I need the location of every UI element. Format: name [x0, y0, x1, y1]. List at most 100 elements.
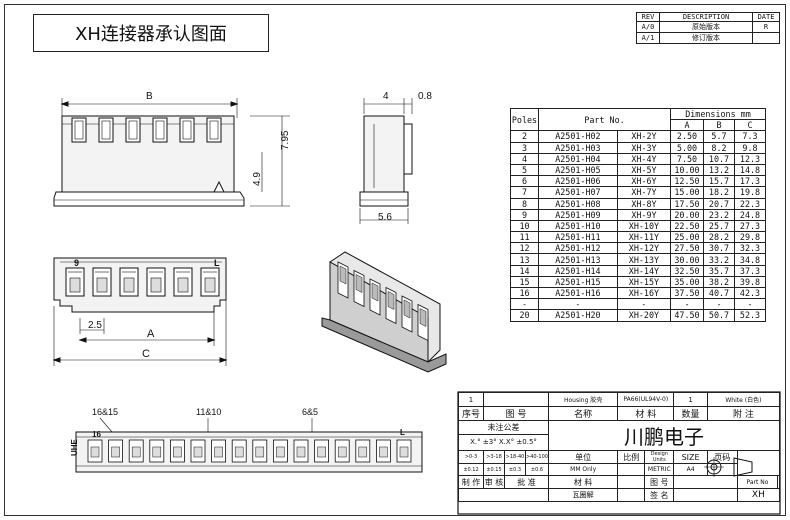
iso-contact	[403, 299, 411, 319]
dim-cell-b: 28.2	[703, 231, 735, 244]
dim-cell-a: 30.00	[670, 253, 704, 266]
dim-cell-part: A2501-H07	[538, 186, 618, 199]
long-cavity-contact	[193, 446, 203, 458]
tb-code-label: 瓦圈解	[547, 488, 619, 502]
tb-approve: 批 准	[504, 475, 549, 489]
dim-cell-poles: 2	[510, 130, 539, 143]
long-cavity-contact	[296, 446, 306, 458]
dim-cell-a: 7.50	[670, 152, 704, 165]
top-cavity-contact	[96, 277, 108, 293]
dim-cell-model: XH-6Y	[616, 175, 672, 188]
tb-tol-range: >40-100	[525, 450, 549, 464]
dim-a: A	[147, 328, 155, 340]
tb-size-val: A4	[673, 463, 708, 476]
front-cavity	[125, 117, 141, 143]
dim-cell-model: XH-20Y	[616, 309, 672, 322]
rev-cell: A/1	[636, 32, 660, 44]
tb-page-label: 页码	[706, 450, 738, 464]
long-cavity-contact	[255, 446, 265, 458]
dim-cell-b: 15.7	[703, 175, 735, 188]
dim-cell-a: 5.00	[670, 141, 704, 154]
sheet-border	[4, 4, 786, 516]
dimensions-row: ------	[510, 298, 766, 311]
dim-cell-a: 20.00	[670, 208, 704, 221]
tb-unit-val: MM Only	[547, 463, 619, 476]
dim-cell-a: 27.50	[670, 242, 704, 255]
dim-cell-part: A2501-H10	[538, 219, 618, 233]
dim-cell-model: XH-4Y	[616, 152, 672, 165]
tb-unit-label: 单位	[547, 450, 619, 464]
dim-cell-poles: 8	[510, 197, 539, 210]
dim-cell-poles: 5	[510, 163, 539, 177]
front-cavity	[206, 117, 222, 143]
tb-material-val: PA66(UL94V-0)	[617, 392, 675, 407]
dim-cell-part: A2501-H16	[538, 286, 618, 300]
iso-contact	[419, 308, 427, 327]
tb-size-label: SIZE	[673, 450, 708, 464]
tb-sign-label: 签 名	[644, 488, 675, 502]
dimensions-header: Dimensions mm	[670, 107, 766, 121]
dim-cell-model: XH-14Y	[616, 264, 672, 277]
tb-design-units-val: METRIC	[644, 463, 675, 476]
dim-cell-part: A2501-H06	[538, 175, 618, 188]
front-cavity-inner	[74, 120, 84, 140]
dim-c: C	[142, 348, 150, 360]
dim-cell-part: A2501-H20	[538, 309, 618, 322]
dim-cell-c: 7.3	[734, 130, 766, 143]
top-view-cavities	[65, 267, 220, 297]
dim-cell-c: 34.8	[734, 253, 766, 266]
dim-cell-c: -	[734, 298, 766, 311]
side-view	[359, 98, 413, 224]
dim-cell-model: XH-7Y	[616, 186, 672, 199]
front-cavity	[179, 117, 195, 143]
long-cavity-contact	[399, 446, 409, 458]
tb-blank-b	[673, 475, 738, 489]
long-cavity-contact	[234, 446, 244, 458]
front-cavity	[152, 117, 168, 143]
dim-cell-part: A2501-H14	[538, 264, 618, 277]
front-view	[53, 98, 290, 207]
tb-mat: 材 料	[547, 475, 619, 489]
tb-tol-range: >18-40	[504, 450, 526, 464]
pin-label-l: L	[214, 258, 220, 268]
dim-cell-c: 9.8	[734, 141, 766, 154]
tb-review: 审 核	[483, 475, 505, 489]
dim-cell-part: A2501-H15	[538, 275, 618, 289]
tb-drawing: 图 号	[644, 475, 675, 489]
tb-design-units-label: Design Units	[644, 450, 675, 464]
dim-cell-a: 25.00	[670, 231, 704, 244]
dim-cell-poles: 13	[510, 253, 539, 266]
dim-cell-part: A2501-H12	[538, 242, 618, 255]
dim-cell-poles: 12	[510, 242, 539, 255]
tb-projection	[736, 450, 781, 476]
top-cavity-contact	[204, 277, 216, 293]
dim-4-9: 4.9	[252, 172, 263, 186]
dim-cell-poles: 14	[510, 264, 539, 277]
dim-cell-b: 30.7	[703, 242, 735, 255]
dim-cell-b: 8.2	[703, 141, 735, 154]
dim-cell-a: 22.50	[670, 219, 704, 233]
revision-table: REV DESCRIPTION DATE A/0 原始版本 R A/1 修订版本	[636, 12, 780, 44]
dim-cell-poles: 16	[510, 286, 539, 300]
dim-0-8: 0.8	[418, 91, 432, 102]
dim-cell-c: 22.3	[734, 197, 766, 210]
dim-cell-model: XH-15Y	[616, 275, 672, 289]
dim-cell-part: A2501-H09	[538, 208, 618, 221]
front-cavity-inner	[101, 120, 111, 140]
dim-cell-poles: 7	[510, 186, 539, 199]
tb-blank-a	[617, 475, 646, 489]
dim-cell-c: 29.8	[734, 231, 766, 244]
dim-cell-b: 38.2	[703, 275, 735, 289]
front-cavity-inner	[155, 120, 165, 140]
col-a-header: A	[670, 119, 704, 132]
dim-cell-part: A2501-H05	[538, 163, 618, 177]
tb-scale-label: 比例	[617, 450, 646, 464]
